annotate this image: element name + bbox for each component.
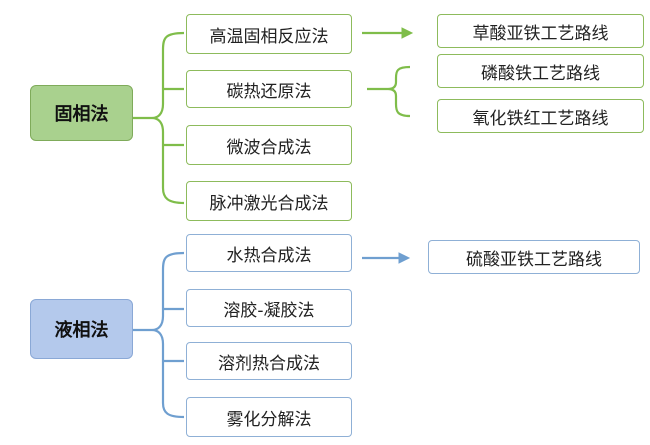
route-iron-phosphate: 磷酸铁工艺路线 [437, 54, 644, 88]
route-ferrous-oxalate: 草酸亚铁工艺路线 [437, 14, 644, 48]
method-hydrothermal-synthesis: 水热合成法 [186, 234, 352, 272]
method-spray-decomposition: 雾化分解法 [186, 397, 352, 437]
method-pulsed-laser-synthesis: 脉冲激光合成法 [186, 181, 352, 221]
method-solvothermal-synthesis: 溶剂热合成法 [186, 342, 352, 380]
method-high-temperature-solid-state: 高温固相反应法 [186, 14, 352, 54]
route-iron-oxide-red: 氧化铁红工艺路线 [437, 99, 644, 133]
method-microwave-synthesis: 微波合成法 [186, 125, 352, 165]
solid-arrow [362, 27, 414, 39]
method-sol-gel: 溶胶-凝胶法 [186, 289, 352, 327]
liquid-arrow [362, 252, 411, 264]
method-carbothermal-reduction: 碳热还原法 [186, 70, 352, 108]
carbothermal-bracket [367, 65, 411, 118]
liquid-phase-root: 液相法 [30, 299, 133, 359]
liquid-bracket [133, 251, 185, 419]
route-ferrous-sulfate: 硫酸亚铁工艺路线 [428, 240, 640, 274]
solid-bracket [133, 31, 185, 205]
solid-phase-root: 固相法 [30, 85, 133, 141]
